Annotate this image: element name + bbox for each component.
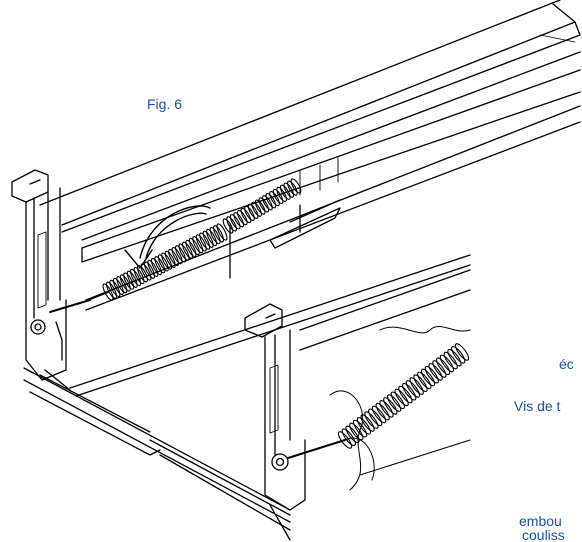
spring-coil: [262, 195, 273, 211]
spring-coil: [206, 228, 218, 247]
spring-coil: [236, 209, 248, 226]
spring-coil: [123, 272, 135, 290]
spring-coil: [130, 268, 142, 287]
spring-coil: [283, 182, 295, 198]
spring-coil: [102, 283, 114, 301]
upper-spring: [87, 178, 302, 301]
spring-coil: [379, 399, 394, 418]
spring-coil: [287, 180, 298, 196]
spring-coil: [109, 279, 121, 298]
spring-coil: [247, 203, 259, 219]
spring-coil: [212, 225, 225, 243]
cutaway-edges: [329, 325, 471, 491]
spring-coil: [439, 354, 455, 373]
spring-coil: [143, 261, 156, 279]
spring-coil: [428, 363, 443, 381]
right-bracket: [244, 269, 471, 511]
spring-coil: [279, 184, 291, 200]
spring-coil: [432, 360, 447, 378]
spring-coil: [168, 248, 180, 267]
spring-coil: [150, 257, 162, 276]
spring-coil: [386, 394, 402, 412]
spring-coil: [337, 431, 353, 449]
callout-embout: embou: [519, 513, 562, 529]
spring-coil: [188, 237, 200, 256]
spring-coil: [112, 277, 124, 296]
spring-coil: [233, 212, 245, 228]
spring-coil: [154, 256, 166, 274]
spring-coil: [435, 357, 451, 376]
spring-coil: [454, 343, 470, 361]
spring-coil: [383, 397, 398, 415]
spring-coil: [126, 270, 138, 288]
spring-coil: [409, 377, 424, 395]
spring-coil: [394, 388, 409, 407]
spring-coil: [352, 419, 368, 438]
spring-coil: [202, 230, 214, 248]
spring-coil: [451, 345, 466, 364]
spring-coil: [443, 351, 458, 370]
spring-coil: [356, 416, 372, 435]
spring-coil: [116, 276, 128, 294]
spring-coil: [133, 266, 145, 285]
spring-coil: [178, 243, 190, 261]
left-bracket: [11, 169, 91, 391]
spring-coil: [349, 422, 364, 441]
spring-coil: [147, 259, 159, 278]
spring-coil: [447, 348, 462, 367]
spring-coil: [417, 371, 432, 390]
spring-coil: [254, 199, 266, 215]
spring-coil: [199, 232, 211, 250]
spring-coil: [240, 207, 252, 224]
spring-coil: [341, 428, 356, 447]
spring-coil: [272, 188, 284, 205]
spring-coil: [171, 246, 183, 265]
spring-coil: [164, 250, 176, 268]
spring-coil: [290, 178, 302, 194]
spring-coil: [195, 234, 207, 252]
spring-coil: [364, 411, 379, 429]
callout-coulisse: couliss: [522, 527, 565, 542]
spring-coil: [216, 223, 228, 241]
lower-spring: [337, 343, 470, 449]
spring-coil: [420, 368, 436, 387]
spring-coil: [185, 239, 197, 258]
spring-coil: [269, 190, 280, 207]
spring-coil: [405, 380, 421, 398]
callout-ecrou: éc: [559, 356, 574, 372]
spring-coil: [209, 226, 221, 245]
spring-coil: [398, 385, 413, 404]
spring-coil: [258, 197, 270, 213]
spring-coil: [390, 391, 405, 410]
spring-coil: [181, 241, 194, 259]
spring-coil: [424, 365, 439, 384]
spring-coil: [251, 201, 262, 217]
upper-track: [39, 0, 581, 311]
spring-coil: [368, 408, 383, 427]
spring-coil: [402, 382, 417, 401]
spring-coil: [222, 218, 234, 234]
spring-coil: [265, 193, 277, 209]
figure-label: Fig. 6: [147, 96, 183, 112]
spring-coil: [229, 214, 241, 230]
spring-coil: [375, 402, 390, 421]
spring-coil: [119, 274, 131, 292]
spring-coil: [192, 236, 204, 254]
callout-vis: Vis de t: [514, 398, 561, 414]
rotation-arrow: [124, 205, 211, 269]
spring-coil: [276, 186, 288, 203]
spring-coil: [161, 252, 173, 270]
spring-coil: [413, 374, 428, 393]
spring-coil: [371, 405, 387, 424]
spring-coil: [244, 205, 255, 222]
spring-coil: [174, 245, 187, 263]
spring-coil: [105, 281, 118, 299]
spring-coil: [360, 414, 375, 432]
spring-coil: [157, 254, 169, 272]
spring-coil: [226, 216, 237, 232]
